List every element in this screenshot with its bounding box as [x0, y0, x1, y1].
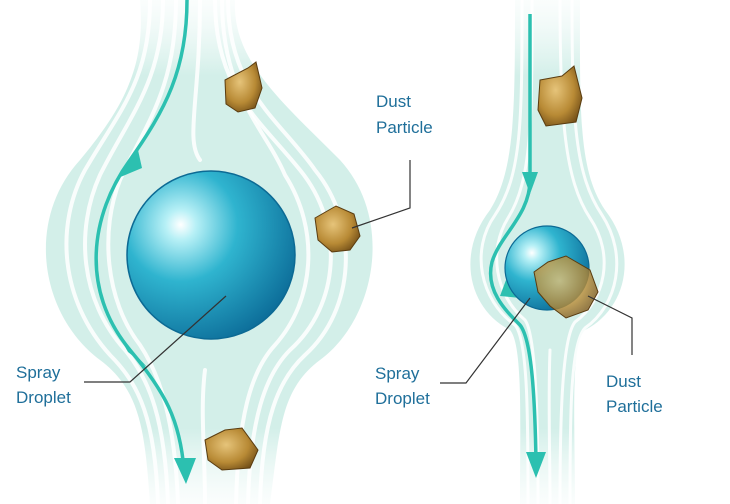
left-dust-particle-top	[224, 61, 263, 113]
right-dust-label: Dust Particle	[606, 372, 663, 416]
left-dust-label: Dust Particle	[376, 92, 433, 137]
left-arrowhead-end	[174, 458, 196, 484]
left-dust-particle-mid	[314, 205, 361, 253]
right-arrowhead-1	[522, 172, 538, 194]
left-dust-particle-bottom	[204, 427, 259, 471]
left-arrowhead-1	[118, 150, 142, 178]
right-arrowhead-end	[526, 452, 546, 478]
left-dust-label-line2: Particle	[376, 118, 433, 137]
right-dust-label-line1: Dust	[606, 372, 641, 391]
left-droplet-label: Spray Droplet	[16, 363, 71, 407]
right-dust-label-line2: Particle	[606, 397, 663, 416]
left-dust-leader-line	[351, 160, 411, 229]
left-droplet-label-line2: Droplet	[16, 388, 71, 407]
right-droplet-label-line1: Spray	[375, 364, 420, 383]
right-dust-particle-top	[537, 65, 583, 127]
left-diagram: Dust Particle Spray Droplet	[16, 0, 433, 504]
right-diagram: Spray Droplet Dust Particle	[375, 0, 663, 504]
left-spray-droplet	[126, 170, 296, 340]
left-flow-arrow	[94, 0, 189, 471]
left-droplet-leader-line	[84, 295, 227, 383]
left-droplet-label-line1: Spray	[16, 363, 61, 382]
left-dust-label-line1: Dust	[376, 92, 411, 111]
right-dust-particle-captured	[533, 255, 599, 319]
right-droplet-label-line2: Droplet	[375, 389, 430, 408]
right-droplet-leader-line	[440, 297, 531, 384]
right-droplet-label: Spray Droplet	[375, 364, 430, 408]
right-flow-arrow	[488, 14, 538, 463]
left-arrowhead-2	[120, 338, 148, 368]
right-dust-leader-line	[587, 295, 633, 355]
